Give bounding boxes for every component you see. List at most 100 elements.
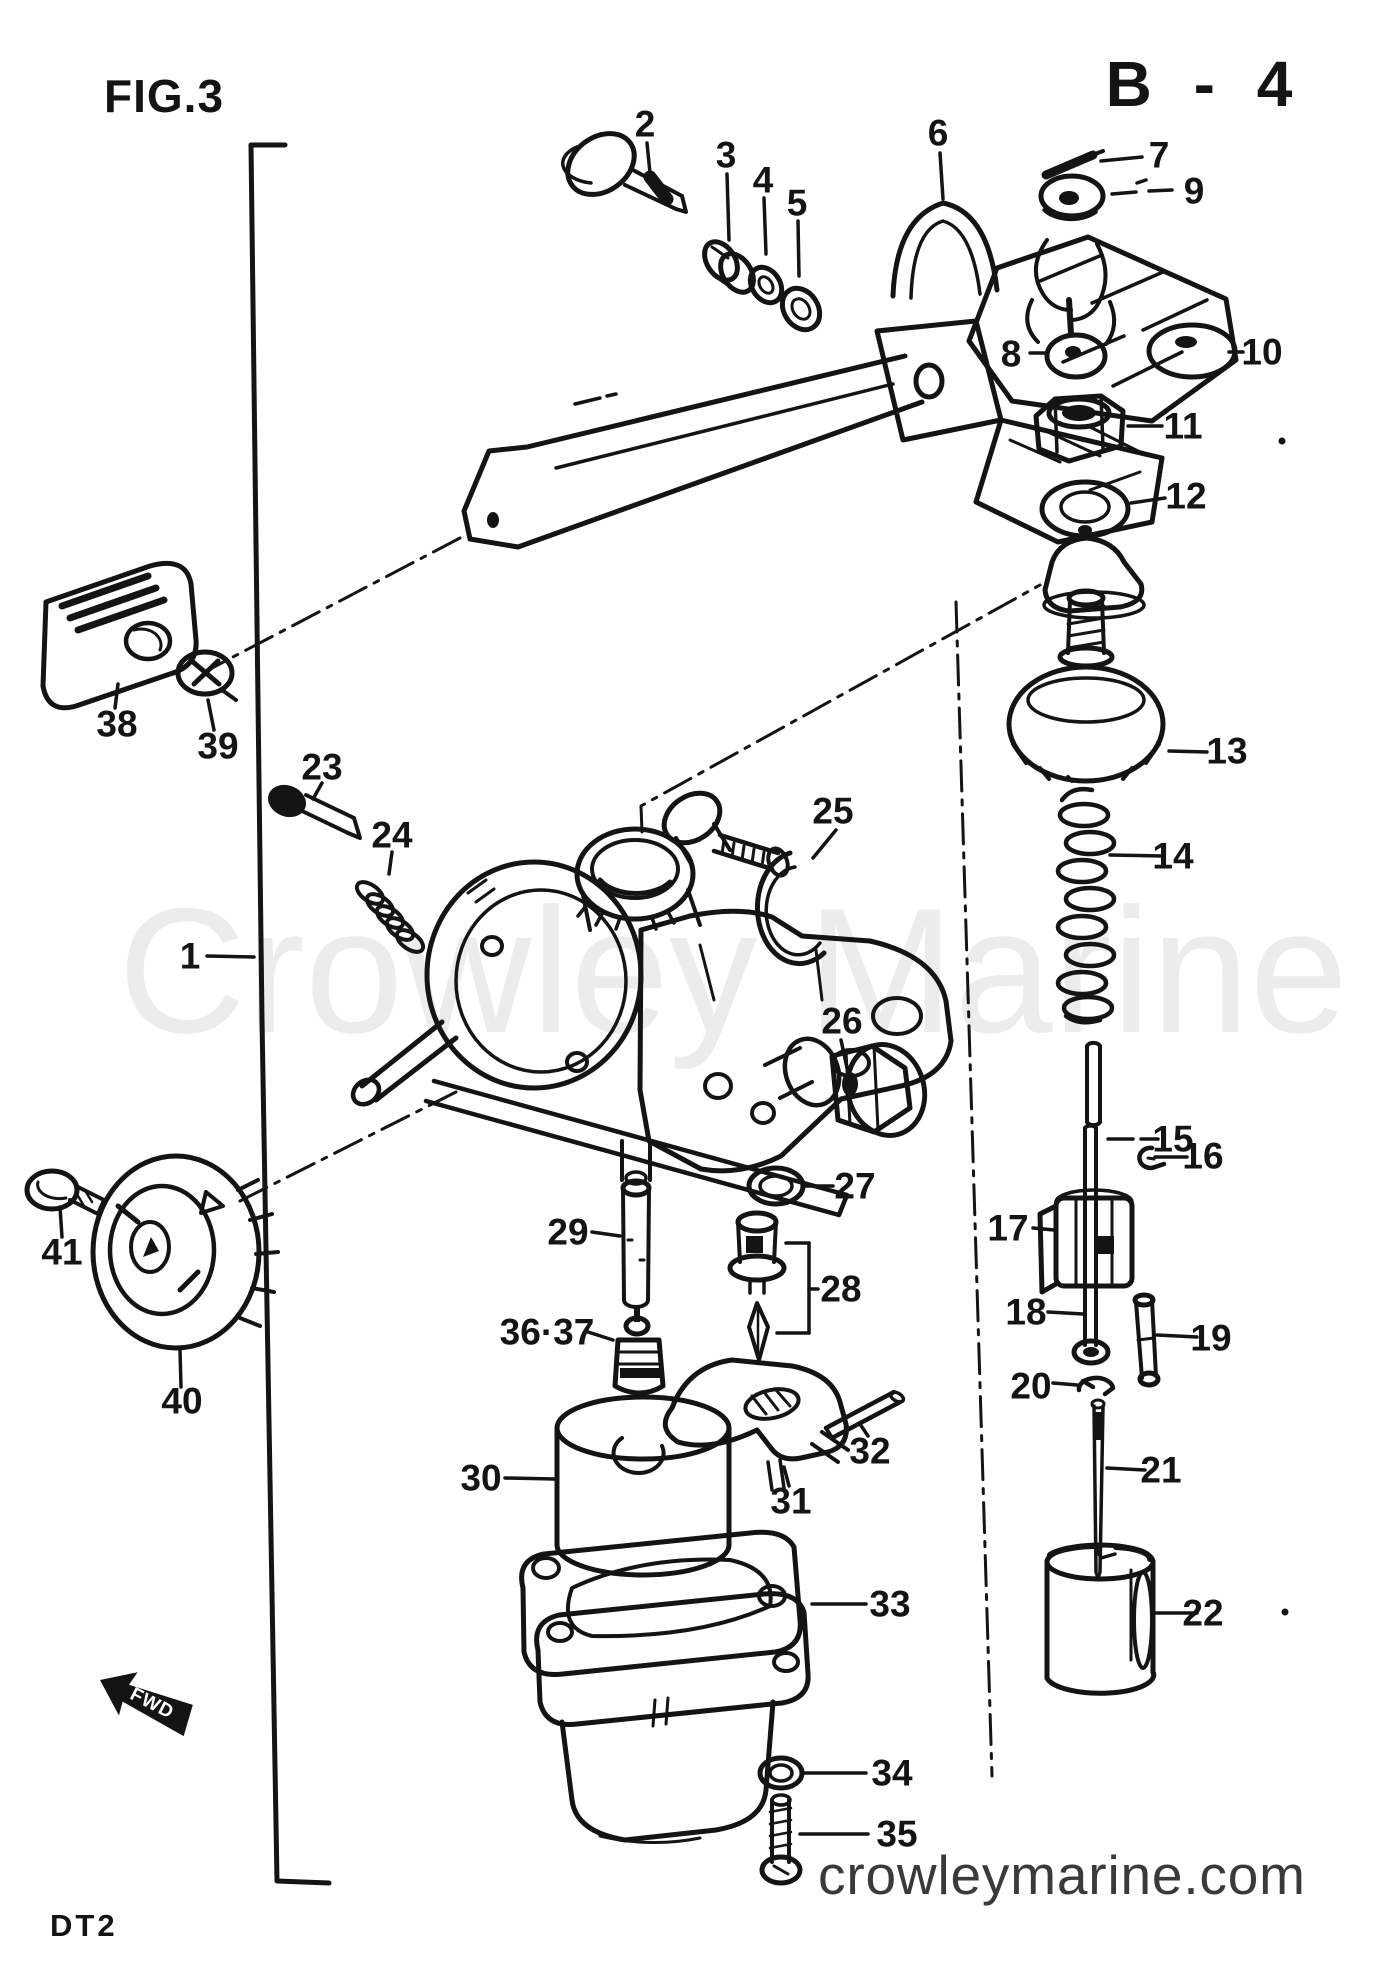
- leader-line-25: [811, 828, 838, 860]
- part-35-screw: [759, 1793, 803, 1886]
- part-callout-19: 19: [1190, 1318, 1231, 1359]
- part-12-washer: [1039, 479, 1146, 620]
- part-19-pin: [1132, 1292, 1161, 1388]
- leader-line-17: [1031, 1226, 1056, 1232]
- part-callout-11: 11: [1163, 406, 1202, 447]
- leader-line-4: [762, 196, 768, 256]
- carburetor-line-art: [24, 131, 1289, 1886]
- part-2-adjust-screw: [560, 131, 688, 214]
- part-22-throttle-valve: [1044, 1542, 1157, 1696]
- part-callout-12: 12: [1165, 476, 1206, 517]
- part-5-washer: [779, 285, 823, 333]
- part-callout-28: 28: [820, 1269, 861, 1310]
- part-callout-20: 20: [1010, 1366, 1051, 1407]
- part-callout-40: 40: [161, 1381, 202, 1422]
- centerline-venturi-to-cap: [639, 583, 1042, 834]
- part-8-ball-stud: [1044, 297, 1108, 380]
- part-callout-33: 33: [869, 1584, 910, 1625]
- float-bowl: [534, 1591, 811, 1845]
- part-38-cable-clamp: [40, 560, 199, 711]
- leader-line-7: [1099, 155, 1144, 163]
- part-callout-32: 32: [849, 1431, 890, 1472]
- part-callout-10: 10: [1241, 332, 1282, 373]
- part-7-pin: [1041, 149, 1105, 180]
- fwd-arrow-icon: FWD: [100, 1672, 193, 1737]
- leader-line-14: [1108, 853, 1164, 858]
- leader-line-1: [205, 954, 256, 959]
- leader-line-32: [858, 1422, 870, 1438]
- part-callout-24: 24: [371, 815, 413, 856]
- leader-line-36·37: [586, 1330, 615, 1342]
- part-callout-18: 18: [1005, 1292, 1046, 1333]
- leader-line-20: [1051, 1381, 1079, 1387]
- part-callout-3: 3: [716, 135, 737, 176]
- model-code: DT2: [50, 1908, 118, 1943]
- part-callout-14: 14: [1152, 836, 1194, 877]
- leader-line-5: [796, 219, 801, 278]
- leader-line-31: [782, 1465, 791, 1488]
- leader-line-13: [1167, 749, 1209, 754]
- part-callout-9: 9: [1184, 171, 1205, 212]
- part-callout-6: 6: [928, 113, 949, 154]
- leader-line-38: [113, 682, 120, 710]
- part-23-screw: [268, 784, 362, 840]
- part-28-main-jet: [727, 1210, 787, 1362]
- part-14-spring: [1055, 786, 1117, 1025]
- part-callout-4: 4: [753, 160, 774, 201]
- part-callout-27: 27: [834, 1166, 875, 1207]
- leader-line-40: [178, 1348, 183, 1389]
- part-callout-8: 8: [1001, 334, 1022, 375]
- print-speck: [1278, 437, 1286, 445]
- leader-line-19: [1155, 1333, 1199, 1339]
- page-code: B - 4: [1106, 48, 1305, 120]
- part-41-screw: [24, 1168, 106, 1216]
- centerline-right-column: [954, 600, 994, 1778]
- part-31-float-arm: [662, 1357, 850, 1492]
- site-footer: crowleymarine.com: [818, 1844, 1305, 1906]
- centerline-lever-to-clamp: [210, 536, 462, 670]
- leader-line-24: [387, 850, 394, 876]
- part-callout-36·37: 36·37: [500, 1312, 595, 1353]
- leader-line-23: [311, 781, 324, 801]
- part-callout-34: 34: [871, 1753, 913, 1794]
- part-20-e-clip: [1076, 1375, 1116, 1397]
- part-9-washer: [1038, 173, 1106, 222]
- leader-line-21: [1105, 1466, 1147, 1472]
- leader-line-18: [1046, 1310, 1085, 1316]
- part-callout-38: 38: [96, 704, 137, 745]
- part-callout-2: 2: [635, 104, 656, 145]
- leader-line-9: [1147, 188, 1174, 193]
- part-callout-31: 31: [770, 1481, 811, 1522]
- part-3-spring: [702, 239, 756, 295]
- part-40-choke-knob: [90, 1153, 280, 1351]
- figure-label: FIG.3: [104, 70, 224, 122]
- leader-line-9: [1135, 178, 1148, 185]
- centerline-body-to-knob: [230, 1090, 458, 1207]
- part-29-nozzle: [620, 1170, 652, 1309]
- carburetor-body: [350, 790, 954, 1218]
- part-callout-25: 25: [812, 791, 853, 832]
- part-callout-1: 1: [180, 936, 201, 977]
- part-callout-26: 26: [821, 1001, 862, 1042]
- part-callout-7: 7: [1149, 135, 1170, 176]
- part-callout-41: 41: [41, 1232, 82, 1273]
- leader-line-26: [839, 1038, 849, 1070]
- part-callout-22: 22: [1182, 1593, 1223, 1634]
- leader-line-12: [1129, 496, 1167, 505]
- part-34-washer: [757, 1755, 805, 1791]
- part-16-clip: [1137, 1145, 1167, 1171]
- part-33-gasket: [519, 1529, 803, 1678]
- part-callout-29: 29: [547, 1212, 588, 1253]
- part-24-spring: [354, 880, 426, 954]
- part-1-bracket-line: [248, 142, 332, 1886]
- leader-line-2: [645, 141, 653, 185]
- leader-line-29: [590, 1230, 622, 1238]
- part-callout-30: 30: [460, 1458, 501, 1499]
- print-speck: [1281, 1608, 1289, 1616]
- part-10-disc: [1146, 322, 1238, 380]
- leader-line-41: [58, 1205, 64, 1239]
- part-4-washer: [747, 264, 785, 306]
- leader-line-30: [503, 1476, 557, 1481]
- part-13-cap-nut: [1006, 588, 1166, 784]
